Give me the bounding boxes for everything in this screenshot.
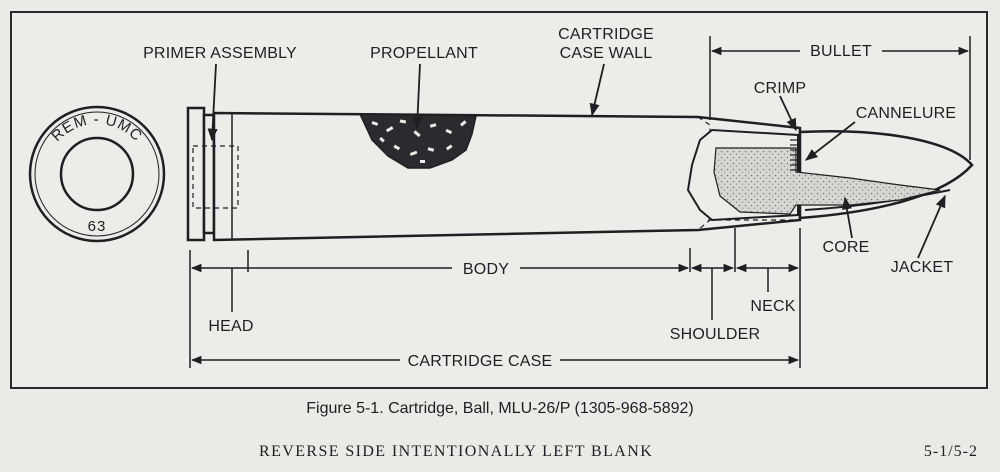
label-cartridge-case: CARTRIDGE CASE bbox=[408, 353, 553, 370]
label-primer-assembly: PRIMER ASSEMBLY bbox=[143, 45, 297, 62]
label-cannelure: CANNELURE bbox=[856, 105, 957, 122]
label-neck: NECK bbox=[750, 298, 795, 315]
label-shoulder: SHOULDER bbox=[670, 326, 761, 343]
dimension-lines bbox=[189, 36, 971, 368]
cartridge-case-shape bbox=[186, 106, 802, 242]
label-jacket: JACKET bbox=[891, 259, 954, 276]
label-case-wall-line2: CASE WALL bbox=[560, 45, 653, 62]
footer-notice: REVERSE SIDE INTENTIONALLY LEFT BLANK bbox=[259, 443, 654, 460]
label-propellant: PROPELLANT bbox=[370, 45, 478, 62]
label-case-wall-line1: CARTRIDGE bbox=[558, 26, 654, 43]
label-bullet: BULLET bbox=[810, 43, 872, 60]
label-body: BODY bbox=[463, 261, 509, 278]
label-core: CORE bbox=[822, 239, 869, 256]
label-head: HEAD bbox=[208, 318, 253, 335]
neck-cutaway bbox=[686, 128, 941, 222]
page-number: 5-1/5-2 bbox=[923, 443, 978, 460]
leader-lines bbox=[207, 63, 946, 259]
figure-caption: Figure 5-1. Cartridge, Ball, MLU-26/P (1… bbox=[306, 400, 694, 417]
headstamp-number-text: 63 bbox=[88, 218, 107, 235]
label-crimp: CRIMP bbox=[754, 80, 807, 97]
propellant-cutaway bbox=[358, 113, 477, 169]
headstamp-view: REM - UMC 63 bbox=[28, 105, 166, 243]
